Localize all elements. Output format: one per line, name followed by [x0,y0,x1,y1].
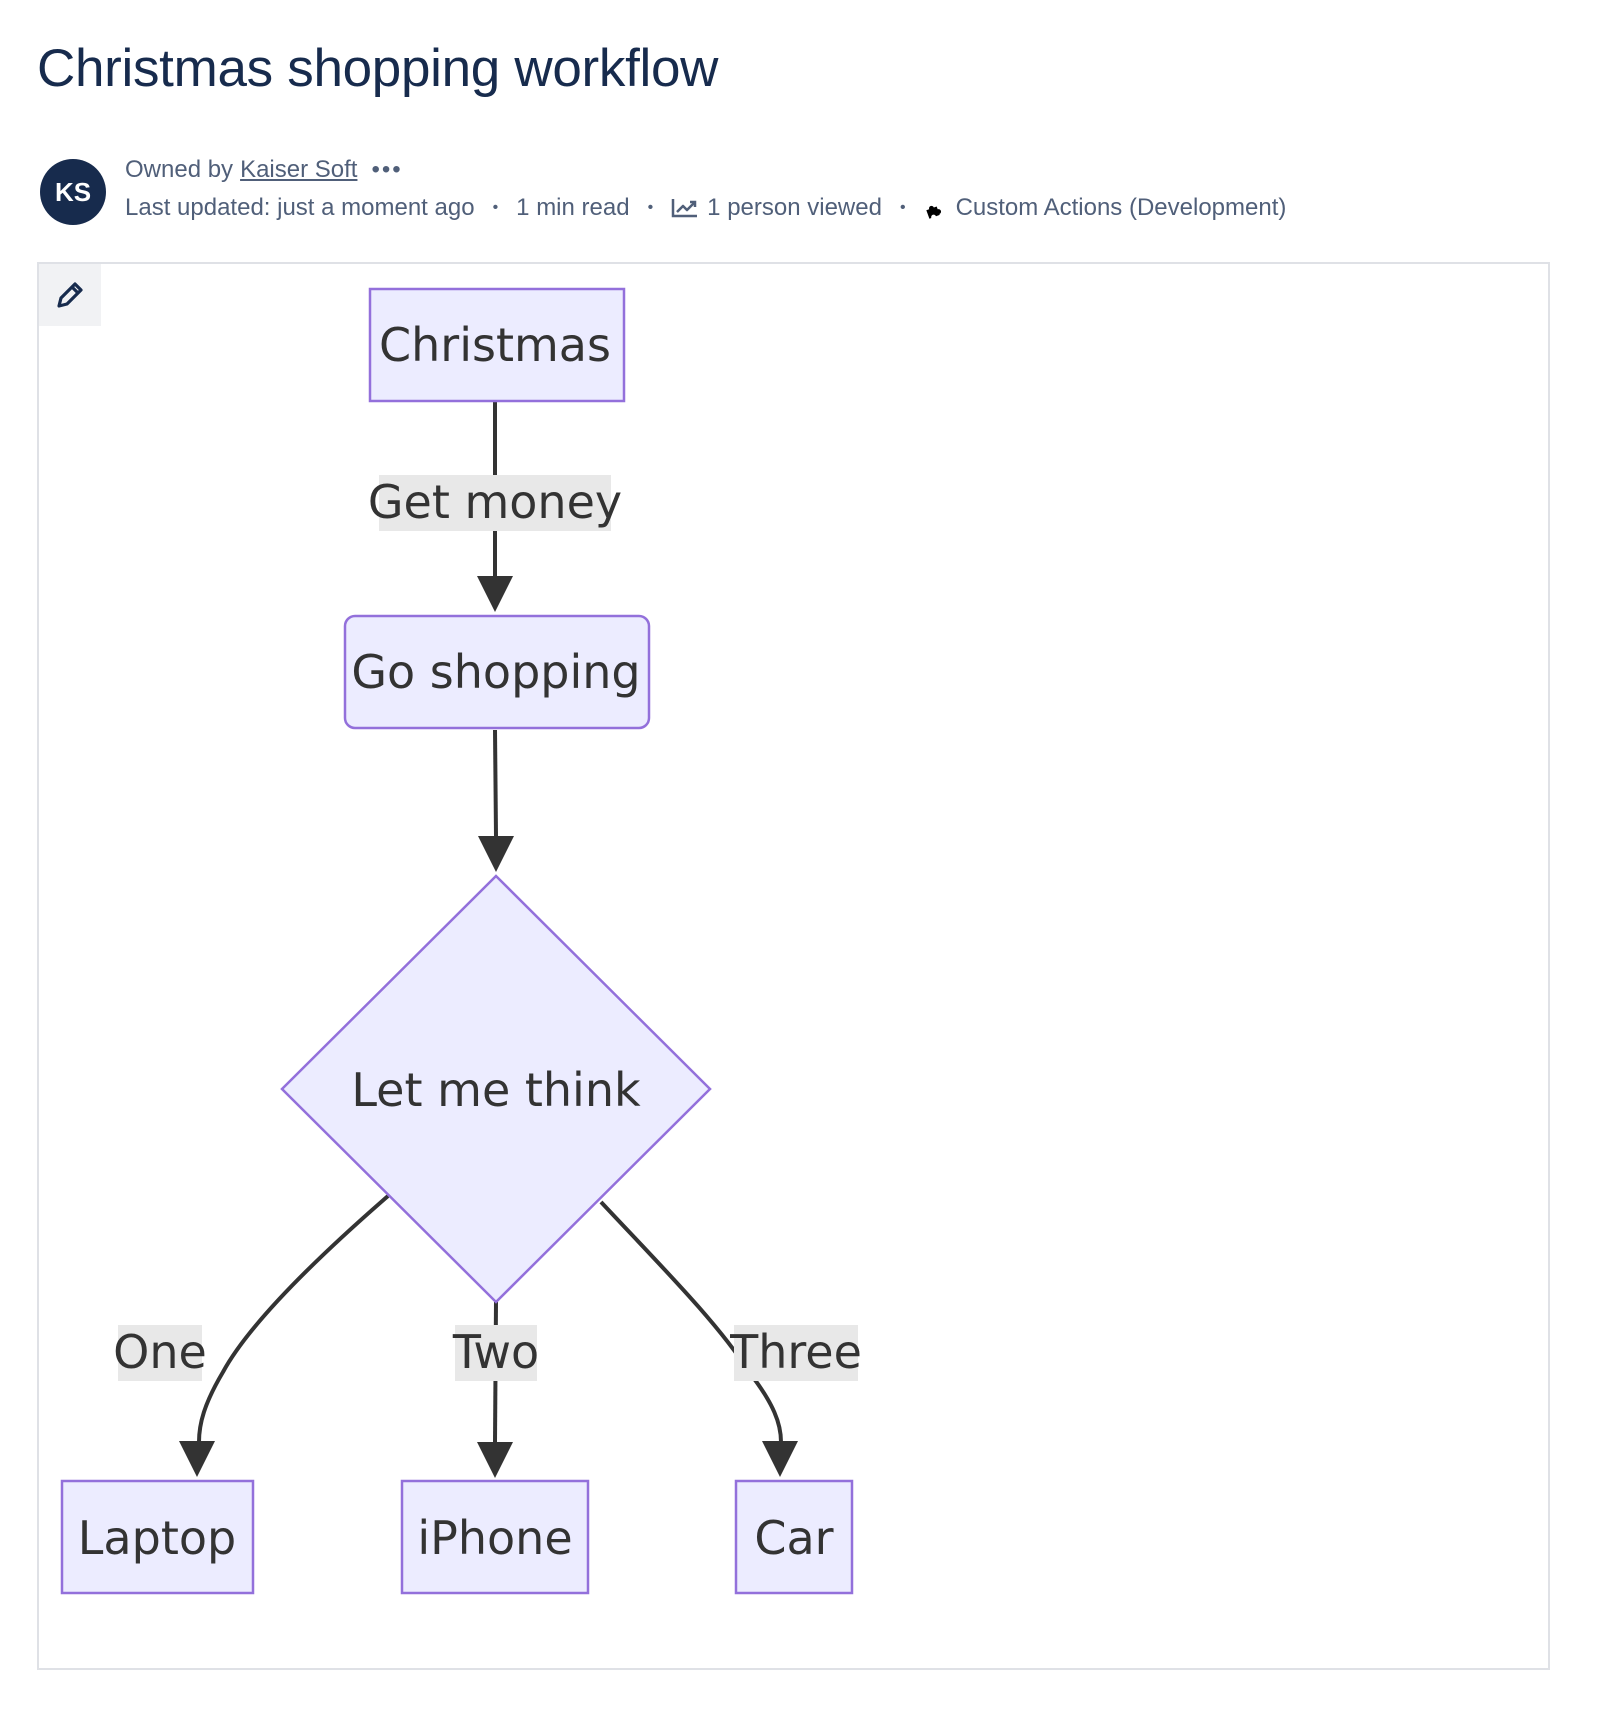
page-metadata: Last updated: just a moment ago • 1 min … [125,194,1286,222]
pencil-icon[interactable] [39,264,101,326]
separator-dot: • [492,199,499,216]
app-name[interactable]: Custom Actions (Development) [955,194,1287,221]
svg-text:One: One [113,1325,207,1379]
node-go-shopping[interactable]: Go shopping [343,614,651,730]
svg-text:Two: Two [452,1325,539,1379]
analytics-chart-icon [671,197,699,219]
read-time: 1 min read [516,194,630,221]
flowchart: Get money One Two Three Christmas Go sho… [60,287,862,1595]
edge-label-one: One [113,1325,207,1381]
svg-text:Laptop: Laptop [78,1511,236,1565]
node-laptop[interactable]: Laptop [60,1479,255,1595]
edge-decision-to-laptop [179,1194,390,1477]
svg-text:Go shopping: Go shopping [351,645,640,699]
diagram-frame: Get money One Two Three Christmas Go sho… [37,262,1550,1670]
edge-shopping-to-decision [478,729,514,872]
owned-by-label: Owned by [125,156,234,183]
puzzle-piece-icon [924,199,942,219]
edge-label-get-money: Get money [368,475,622,531]
svg-text:Car: Car [754,1511,833,1565]
page-byline: KS Owned by Kaiser Soft ••• Last updated… [37,152,1537,232]
node-car[interactable]: Car [734,1479,854,1595]
node-christmas[interactable]: Christmas [368,287,626,403]
avatar[interactable]: KS [40,159,106,225]
svg-text:Let me think: Let me think [351,1063,641,1117]
edge-decision-to-car [599,1200,798,1477]
svg-text:iPhone: iPhone [417,1511,572,1565]
edge-label-three: Three [729,1325,862,1381]
page-title: Christmas shopping workflow [37,39,719,98]
owner-link[interactable]: Kaiser Soft [240,156,358,183]
node-decision[interactable]: Let me think [280,874,712,1304]
edge-label-two: Two [452,1325,539,1381]
separator-dot: • [899,199,906,216]
separator-dot: • [647,199,654,216]
svg-text:Christmas: Christmas [379,318,611,372]
node-iphone[interactable]: iPhone [400,1479,590,1595]
more-dots-icon[interactable]: ••• [371,156,403,183]
svg-text:Three: Three [729,1325,862,1379]
svg-text:Get money: Get money [368,475,622,529]
owner-line: Owned by Kaiser Soft ••• [125,156,403,184]
last-updated: Last updated: just a moment ago [125,194,475,221]
views-count[interactable]: 1 person viewed [707,194,882,221]
